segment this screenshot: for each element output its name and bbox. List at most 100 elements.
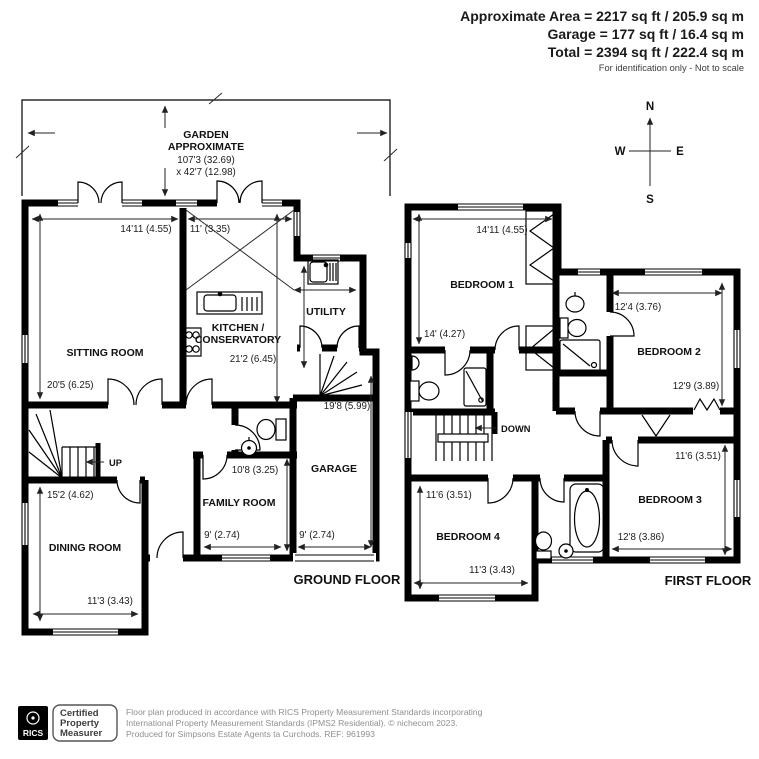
rics-logo-text: RICS [23,728,44,738]
door-arc [135,378,163,406]
window [439,594,495,602]
bedroom3-label: BEDROOM 3 [638,494,702,506]
garage-width: 9' (2.74) [299,530,335,541]
first-floor-labels: BEDROOM 1 14'11 (4.55) 14' (4.27) BEDROO… [424,225,752,588]
ground-floor-doors [77,180,360,559]
window [578,268,600,276]
window [733,330,741,368]
family-room-depth: 10'8 (3.25) [232,465,279,476]
compass-south: S [646,194,654,206]
door-arc [116,479,141,504]
compass-east: E [676,146,684,158]
footer-line-1: Floor plan produced in accordance with R… [126,707,483,717]
garage-label: GARAGE [311,463,357,475]
ground-floor-title: GROUND FLOOR [294,572,401,587]
approximate-area-text: Approximate Area = 2217 sq ft / 205.9 sq… [460,8,744,24]
door-arc [107,378,135,406]
bedroom4-depth: 11'6 (3.51) [426,490,472,501]
ground-floor-labels: SITTING ROOM 14'11 (4.55) 20'5 (6.25) KI… [47,224,401,607]
bedroom3-width: 12'8 (3.86) [618,532,665,543]
footer-line-2: International Property Measurement Stand… [126,718,458,728]
wc-toilet-icon [409,380,440,402]
bedroom2-depth: 12'9 (3.89) [673,381,720,392]
door-arc [487,477,514,504]
door-arc [539,477,565,503]
ground-floor-dimensions [31,213,375,622]
kitchen-label-1: KITCHEN / [212,322,265,334]
first-floor-title: FIRST FLOOR [665,573,752,588]
sitting-room-depth: 20'5 (6.25) [47,380,94,391]
door-arc [444,349,471,376]
kitchen-label-2: CONSERVATORY [195,334,281,346]
wc-sink-icon [411,355,420,371]
bedroom3-depth: 11'6 (3.51) [675,451,721,462]
footer-line-3: Produced for Simpsons Estate Agents ta C… [126,729,375,739]
stairs-down-label: DOWN [501,424,531,434]
door-arc [611,439,639,467]
garage-area-text: Garage = 177 sq ft / 16.4 sq m [548,26,745,42]
bedroom1-depth: 14' (4.27) [424,329,465,340]
door-arc [100,181,123,204]
sitting-room-label: SITTING ROOM [67,347,144,359]
window [262,199,282,207]
wc-shower-icon [463,367,487,407]
dining-room-width: 11'3 (3.43) [87,596,133,607]
garage-depth: 19'8 (5.99) [324,401,371,412]
compass-west: W [615,146,626,158]
kitchen-width: 11' (3.35) [190,224,230,235]
ground-floor-plan: UP [20,180,401,637]
door-arc [185,378,213,406]
door-arc [234,424,261,451]
window [58,199,78,207]
ensuite-toilet-icon [559,317,587,339]
garden: GARDEN APPROXIMATE 107'3 (32.69) x 42'7 … [15,92,398,197]
window [222,554,270,562]
first-floor-dimensions [412,213,733,590]
bathroom-sink-icon [558,543,574,559]
window [21,335,29,363]
bedroom4-width: 11'3 (3.43) [469,565,515,576]
compass-icon: N W E S [615,101,685,206]
window [733,480,741,517]
stairs-ground: UP [28,354,363,479]
footer: RICS Certified Property Measurer Floor p… [18,704,483,742]
header: Approximate Area = 2217 sq ft / 205.9 sq… [460,8,744,73]
stairs-up-label: UP [109,458,122,468]
kitchen-sink-icon [196,291,263,315]
badge-line-1: Certified [60,708,99,719]
dining-room-label: DINING ROOM [49,542,122,554]
door-arc [336,325,360,349]
family-room-label: FAMILY ROOM [203,497,276,509]
stairs-winder [319,354,363,397]
garden-dim-2: x 42'7 (12.98) [176,167,236,178]
window [21,503,29,545]
wc-sink-icon [240,437,258,457]
door-arc [239,180,263,204]
utility-label: UTILITY [306,306,346,318]
door-arc [299,325,323,349]
first-floor-doors [444,311,639,504]
window [458,203,523,211]
front-door-arc [156,531,184,559]
window [404,243,412,258]
window [293,212,301,236]
ensuite-sink-icon [565,292,585,313]
stairs-first: DOWN [435,415,531,461]
dining-room-depth: 15'2 (4.62) [47,490,94,501]
window [122,199,142,207]
kitchen-depth: 21'2 (6.45) [230,354,277,365]
garage-door [295,554,374,562]
window [552,556,593,564]
first-floor-plan: DOWN [403,202,752,603]
garden-dim-1: 107'3 (32.69) [177,155,234,166]
badge-line-3: Measurer [60,728,103,739]
window [645,268,702,276]
wc-toilet-icon [256,418,287,441]
compass-north: N [646,101,654,113]
ground-floor-walls [25,203,376,558]
door-arc [494,325,520,351]
window [404,412,412,458]
bedroom1-width: 14'11 (4.55) [476,225,527,236]
